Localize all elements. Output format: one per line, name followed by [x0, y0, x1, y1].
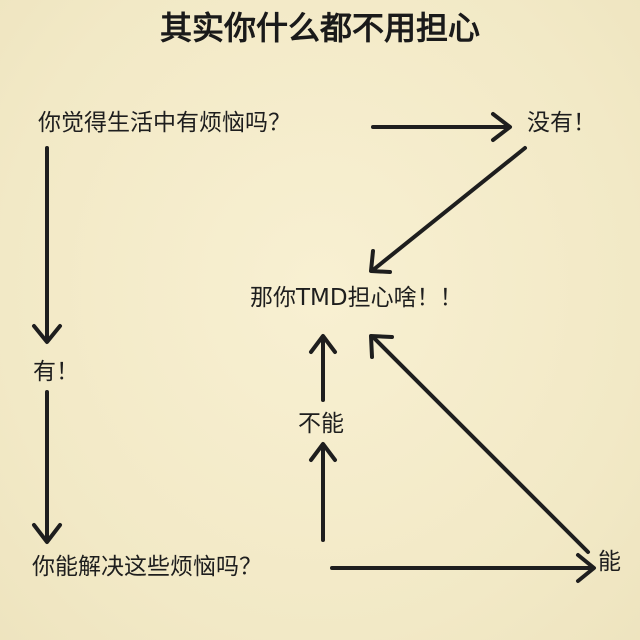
arrow-solve-to-cannot [309, 442, 337, 542]
arrow-troubles-to-yes [32, 146, 62, 344]
arrow-no-to-conclusion [369, 146, 527, 274]
arrow-yes-to-solve [32, 390, 62, 544]
question-solve: 你能解决这些烦恼吗？ [32, 554, 262, 580]
answer-cannot: 不能 [298, 411, 344, 437]
arrow-cannot-to-conclusion [309, 334, 337, 402]
conclusion-node: 那你TMD担心啥！！ [250, 285, 463, 311]
arrow-solve-to-can [330, 553, 596, 583]
diagram-title: 其实你什么都不用担心 [159, 9, 480, 47]
answer-yes: 有！ [33, 359, 79, 385]
arrow-troubles-to-no [371, 112, 512, 142]
question-troubles: 你觉得生活中有烦恼吗？ [38, 110, 291, 136]
answer-can: 能 [598, 549, 621, 575]
answer-no: 没有！ [527, 110, 596, 136]
arrow-can-to-conclusion [369, 334, 590, 554]
